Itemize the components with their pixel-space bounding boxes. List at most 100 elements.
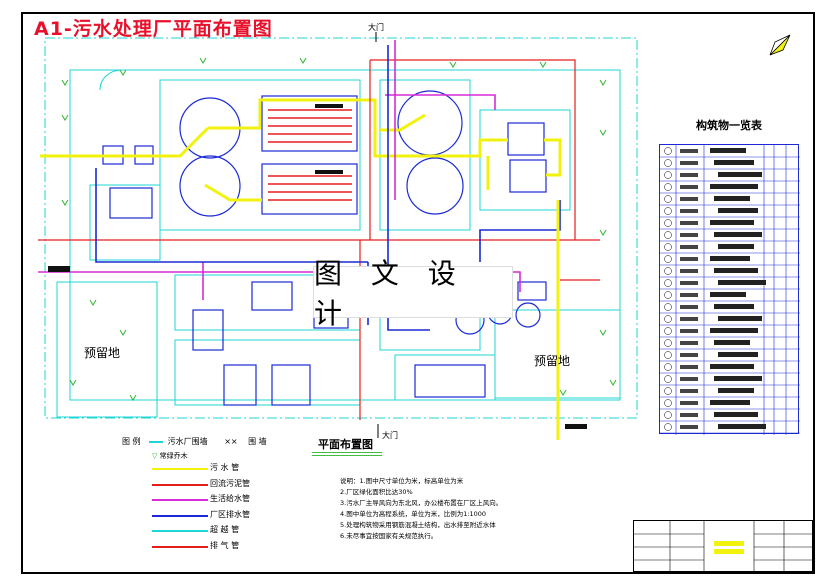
table-row-number-circle: [664, 195, 672, 203]
legend-line-swatch: [152, 545, 208, 548]
table-row-number-circle: [664, 147, 672, 155]
table-row-name-bar: [680, 425, 698, 429]
table-row-name-bar: [680, 221, 698, 225]
table-row-name-bar: [680, 185, 698, 189]
legend-line-swatch: [152, 530, 208, 532]
tree-icon: ▽: [152, 452, 158, 460]
table-row-number-circle: [664, 183, 672, 191]
legend-row: 厂区排水管: [152, 509, 322, 523]
legend-fence-label: 围 墙: [248, 437, 267, 446]
table-row-number-circle: [664, 267, 672, 275]
table-row-name-bar: [680, 401, 698, 405]
table-row-number-circle: [664, 279, 672, 287]
top-gate-label: 大门: [368, 23, 384, 32]
trees: [61, 57, 617, 401]
table-row-name-bar: [680, 377, 698, 381]
table-row-name-bar: [680, 293, 698, 297]
table-row-number-circle: [664, 171, 672, 179]
table-row-name-bar: [680, 269, 698, 273]
legend-line-swatch: [152, 499, 208, 501]
sewage-pipe: [40, 98, 562, 202]
table-row-text-bar: [718, 244, 754, 249]
north-arrow-icon: [769, 34, 791, 56]
watermark: 图 文 设 计: [313, 257, 513, 330]
table-row-number-circle: [664, 159, 672, 167]
note-line: 6.未尽事宜按国家有关规范执行。: [340, 532, 438, 540]
outlet-label-bar: [565, 424, 587, 429]
table-row-text-bar: [714, 376, 762, 381]
note-line: 3.污水厂主导风向为东北风，办公楼布置在厂区上风向。: [340, 499, 503, 507]
table-row-name-bar: [680, 353, 698, 357]
table-row-number-circle: [664, 423, 672, 431]
table-row-name-bar: [680, 413, 698, 417]
table-row-name-bar: [680, 161, 698, 165]
table-row-number-circle: [664, 387, 672, 395]
title-block: [633, 520, 814, 573]
note-line: 4.图中单位为高程系统，单位为米，比例为1:1000: [340, 510, 487, 518]
table-row-text-bar: [710, 292, 746, 297]
table-row-number-circle: [664, 363, 672, 371]
legend-tree: ▽ 常绿乔木: [152, 451, 188, 461]
structure-table-grid: [660, 145, 800, 435]
table-row-text-bar: [710, 256, 750, 261]
legend-wall-swatch: [149, 440, 164, 443]
legend-line-swatch: [152, 514, 208, 517]
legend-line-swatch: [152, 468, 208, 470]
structure-table: [659, 144, 800, 435]
table-row-number-circle: [664, 219, 672, 227]
table-row-number-circle: [664, 411, 672, 419]
table-row-number-circle: [664, 315, 672, 323]
title-block-grid: [634, 521, 814, 573]
table-row-name-bar: [680, 305, 698, 309]
table-row-name-bar: [680, 329, 698, 333]
inlet-label-bar: [48, 266, 70, 272]
plan-title-underline: [312, 452, 382, 456]
tank-label-bar-2: [315, 170, 343, 174]
table-row-number-circle: [664, 291, 672, 299]
note-line: 2.厂区绿化面积比达30%: [340, 488, 413, 496]
table-row-name-bar: [680, 257, 698, 261]
table-row-number-circle: [664, 207, 672, 215]
sludge-pipe: [38, 59, 600, 420]
table-row-text-bar: [714, 160, 754, 165]
legend-label: 生活给水管: [210, 494, 250, 503]
legend-label: 排 气 管: [210, 540, 240, 550]
table-row-number-circle: [664, 327, 672, 335]
table-row-name-bar: [680, 281, 698, 285]
table-row-text-bar: [714, 232, 762, 237]
table-row-text-bar: [718, 172, 762, 177]
legend-row: 生活给水管: [152, 493, 322, 507]
legend-cross-symbol: ××: [224, 437, 238, 446]
table-row-name-bar: [680, 209, 698, 213]
reserve-land-right-label: 预留地: [534, 354, 571, 368]
aeration-tank-stripes: [268, 109, 352, 201]
table-row-text-bar: [710, 328, 758, 333]
legend-wall-label: 污水厂围墙: [167, 437, 208, 446]
table-row-text-bar: [710, 148, 746, 153]
table-row-text-bar: [710, 364, 754, 369]
table-row-name-bar: [680, 245, 698, 249]
table-row-text-bar: [714, 340, 750, 345]
legend-symbol-label: 图 例: [122, 437, 141, 446]
table-row-text-bar: [718, 424, 766, 429]
table-row-name-bar: [680, 389, 698, 393]
table-row-name-bar: [680, 317, 698, 321]
table-row-name-bar: [680, 365, 698, 369]
table-row-text-bar: [710, 184, 758, 189]
table-row-number-circle: [664, 375, 672, 383]
table-row-number-circle: [664, 399, 672, 407]
reserve-land-left-label: 预留地: [84, 346, 121, 360]
table-row-text-bar: [710, 400, 750, 405]
table-row-text-bar: [718, 208, 758, 213]
table-row-name-bar: [680, 341, 698, 345]
legend-row: 排 气 管: [152, 540, 322, 554]
legend-tree-label: 常绿乔木: [159, 452, 188, 460]
legend-label: 污 水 管: [210, 463, 240, 472]
legend-row: 污 水 管: [152, 462, 322, 476]
legend-line-swatch: [152, 483, 208, 486]
table-row-name-bar: [680, 197, 698, 201]
legend-row: 回流污泥管: [152, 478, 322, 492]
table-row-text-bar: [718, 280, 766, 285]
legend-label: 回流污泥管: [210, 478, 250, 488]
